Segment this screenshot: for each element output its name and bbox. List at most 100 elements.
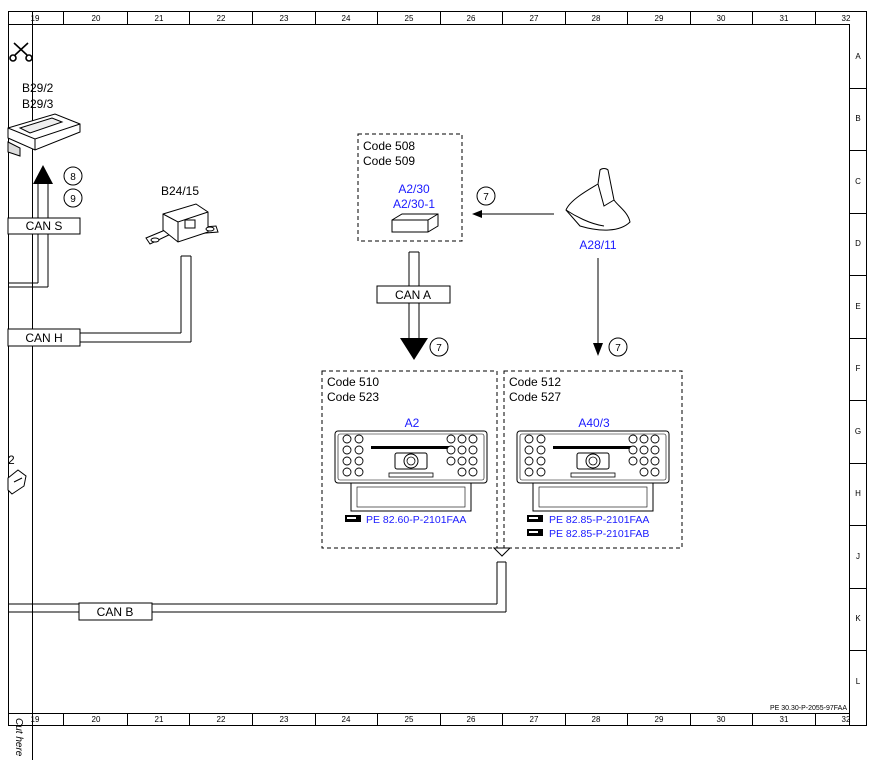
a2-label: A2 [405,416,420,430]
preset-button-icon [342,467,352,477]
column-ticks-bottom [63,713,816,726]
col-label: 32 [842,715,851,724]
antenna-to-a40-arrowhead [593,343,603,356]
can-b-label-box [78,602,153,621]
a40-box [503,370,683,549]
can-s-label: CAN S [26,219,63,233]
a2-30-code-1: Code 508 [363,139,415,153]
b29-sensor-icon [7,113,81,157]
head-unit-bezel [337,433,485,481]
column-ticks-top [63,11,816,24]
a40-head-unit-icon [516,430,670,512]
b24-label: B24/15 [161,184,199,198]
column-labels-top: 19 20 21 22 23 24 25 26 27 28 29 30 31 3… [31,14,851,23]
preset-button-icon [446,434,456,444]
col-label: 19 [31,14,40,23]
col-label: 19 [31,715,40,724]
col-label: 31 [780,14,789,23]
preset-button-icon [536,456,546,466]
col-label: 22 [217,14,226,23]
row-label: C [855,177,861,186]
col-label: 24 [342,14,351,23]
col-label: 21 [155,14,164,23]
col-label: 26 [467,14,476,23]
preset-button-icon [639,445,649,455]
a2-head-unit-icon [334,430,488,512]
preset-button-icon [468,445,478,455]
preset-button-icon [524,467,534,477]
preset-button-icon [468,434,478,444]
col-label: 30 [717,715,726,724]
row-label: L [856,677,861,686]
callout-7-antenna-text: 7 [483,192,489,203]
preset-button-icon [354,434,364,444]
scissors-icon [9,42,33,62]
callout-7-cana-text: 7 [436,343,442,354]
hand-pointer-icon [527,515,543,522]
head-unit-tray-inner [356,486,466,508]
preset-button-icon [524,434,534,444]
callout-9 [63,188,83,208]
col-label: 22 [217,715,226,724]
preset-button-icon [342,445,352,455]
a2-30-module-icon [391,213,439,233]
hand-pointer-icon [527,529,543,536]
a40-reference-2: PE 82.85-P-2101FAB [549,528,649,540]
a2-reference-1: PE 82.60-P-2101FAA [366,514,466,526]
col-label: 29 [655,715,664,724]
preset-button-icon [536,445,546,455]
callout-7-antenna [476,186,496,206]
preset-button-icon [446,445,456,455]
col-label: 30 [717,14,726,23]
row-label: E [855,302,860,311]
row-label: A [855,52,861,61]
can-s-arrow [33,165,53,184]
preset-button-icon [524,445,534,455]
preset-button-icon [524,456,534,466]
col-label: 32 [842,14,851,23]
cd-slot [553,446,633,449]
partial-component-icon [7,469,27,495]
a2-box [321,370,498,549]
col-label: 23 [280,715,289,724]
col-label: 20 [92,715,101,724]
row-label: H [855,489,861,498]
preset-button-icon [536,467,546,477]
col-label: 24 [342,715,351,724]
col-label: 27 [530,14,539,23]
frame [8,11,867,760]
preset-button-icon [639,434,649,444]
preset-button-icon [536,434,546,444]
cd-slot [371,446,451,449]
b24-sensor-icon [145,203,219,245]
col-label: 25 [405,14,414,23]
can-s-label-box [7,217,81,235]
preset-button-icon [354,456,364,466]
head-unit-tray-inner [538,486,648,508]
can-a-label: CAN A [395,288,431,302]
col-label: 20 [92,14,101,23]
a40-code-2: Code 527 [509,390,561,404]
preset-button-icon [650,445,660,455]
row-label: J [856,552,860,561]
preset-button-icon [354,467,364,477]
partial-component-label: 2 [8,453,15,467]
knob-inner [406,456,416,466]
preset-button-icon [342,434,352,444]
hand-pointer-icon [345,515,361,522]
preset-button-icon [628,445,638,455]
preset-button-icon [457,456,467,466]
preset-button-icon [468,467,478,477]
head-unit-tray [350,482,472,512]
antenna-to-a2-30-arrowhead [472,210,482,218]
a2-30-label-2: A2/30-1 [393,197,435,211]
a2-code-2: Code 523 [327,390,379,404]
a40-code-1: Code 512 [509,375,561,389]
preset-button-icon [342,456,352,466]
row-label: F [856,364,861,373]
display-strip [388,472,434,478]
preset-button-icon [650,456,660,466]
row-label: B [855,114,860,123]
col-label: 26 [467,715,476,724]
